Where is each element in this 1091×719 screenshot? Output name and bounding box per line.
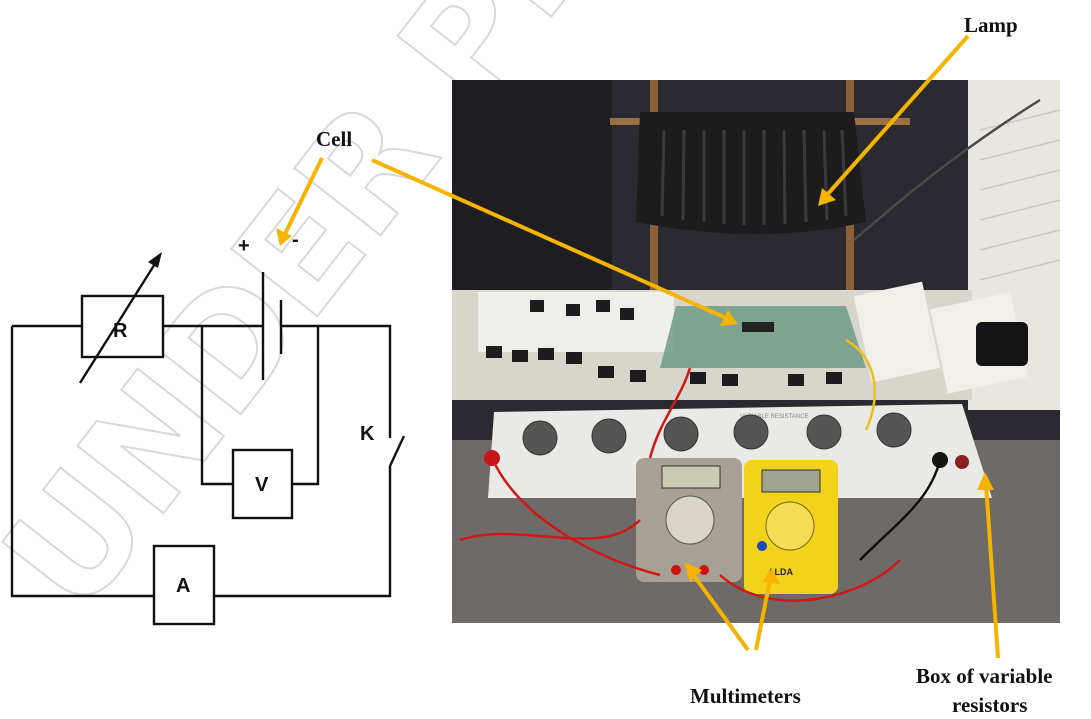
ammeter-box xyxy=(152,544,216,626)
photo-wire-black xyxy=(859,459,942,561)
arrowhead-cell-circuit-icon xyxy=(276,228,292,246)
wire-bottom-right xyxy=(214,466,392,598)
label-box-line2: resistors xyxy=(952,693,1027,717)
callout-arrows xyxy=(276,34,1000,659)
wire-left xyxy=(10,326,154,598)
ammeter-symbol: A xyxy=(152,544,216,626)
switch-symbol: K xyxy=(360,423,406,467)
resistor-box-text: VARIABLE RESISTANCE xyxy=(740,414,808,420)
photo-wire-red-3 xyxy=(459,519,641,542)
glass-plate xyxy=(660,306,866,368)
label-cell: Cell xyxy=(316,127,352,151)
arrowhead-cell-photo-icon xyxy=(720,310,738,326)
small-board xyxy=(478,292,674,352)
photo-wire-red-4 xyxy=(648,367,692,459)
photo-wall-left xyxy=(452,80,612,300)
circuit-diagram: R + - V A K xyxy=(10,229,406,626)
lamp-device xyxy=(636,112,866,234)
arrowhead-lamp-icon xyxy=(818,188,836,206)
grey-jack-red-2 xyxy=(699,565,709,575)
yellow-button-blue xyxy=(757,541,767,551)
arrow-cell-to-photo xyxy=(371,158,727,320)
resistor-arrow-tip-icon xyxy=(148,252,162,268)
label-box-line1: Box of variable xyxy=(916,664,1053,688)
ammeter-label: A xyxy=(176,575,190,597)
arrowhead-multimeters-1-icon xyxy=(684,562,702,582)
curtain-stripes xyxy=(979,109,1061,281)
cell-symbol: + - xyxy=(238,229,299,380)
resistor-variable-arrow xyxy=(78,258,160,384)
resistor-knobs xyxy=(522,412,912,456)
photo-wire-cable xyxy=(853,98,1041,241)
solar-cell xyxy=(742,322,774,332)
cell-minus-sign: - xyxy=(292,229,299,251)
label-lamp: Lamp xyxy=(964,13,1018,37)
binder-clips xyxy=(486,300,842,386)
terminal-right xyxy=(955,455,969,469)
wire-right-top xyxy=(280,324,392,438)
multimeter-grey xyxy=(636,458,742,582)
photo-wire-red-2 xyxy=(719,559,901,602)
resistor-label: R xyxy=(113,320,128,342)
switch-label: K xyxy=(360,423,375,445)
arrow-multimeters-1 xyxy=(690,571,750,652)
arrow-lamp xyxy=(824,34,970,198)
wire-voltmeter-right xyxy=(292,326,320,486)
cell-plus-sign: + xyxy=(238,235,250,257)
grey-jack-red xyxy=(671,565,681,575)
arrowhead-multimeters-2-icon xyxy=(762,568,780,584)
multimeter-grey-dial xyxy=(665,495,715,545)
photo-wires xyxy=(459,98,1041,602)
lamp-body xyxy=(636,112,866,234)
voltmeter-symbol: V xyxy=(231,448,294,520)
callout-labels: Cell Lamp Multimeters Box of variable re… xyxy=(316,13,1053,717)
power-strip-1 xyxy=(853,281,941,383)
arrowhead-box-icon xyxy=(977,472,994,490)
resistor-box xyxy=(80,294,165,359)
adapter-plug xyxy=(976,322,1028,366)
voltmeter-label: V xyxy=(255,474,269,496)
arrow-cell-to-circuit xyxy=(283,157,324,235)
photo-wire-yellow xyxy=(845,338,877,431)
voltmeter-box xyxy=(231,448,294,520)
multimeter-yellow-display xyxy=(761,469,821,493)
variable-resistor: R xyxy=(78,252,165,384)
arrow-box xyxy=(984,483,1000,659)
multimeter-yellow-dial xyxy=(765,501,815,551)
multimeter-yellow: ALDA xyxy=(744,460,838,594)
arrow-multimeters-2 xyxy=(754,579,772,651)
label-multimeters: Multimeters xyxy=(690,684,801,708)
setup-photo: VARIABLE RESISTANCE ALDA xyxy=(452,80,1061,623)
wire-voltmeter-left xyxy=(200,326,233,486)
switch-blade xyxy=(388,435,406,467)
multimeter-grey-display xyxy=(661,465,721,489)
yellow-meter-brand: ALDA xyxy=(768,567,793,577)
photo-wire-red-1 xyxy=(490,457,661,577)
